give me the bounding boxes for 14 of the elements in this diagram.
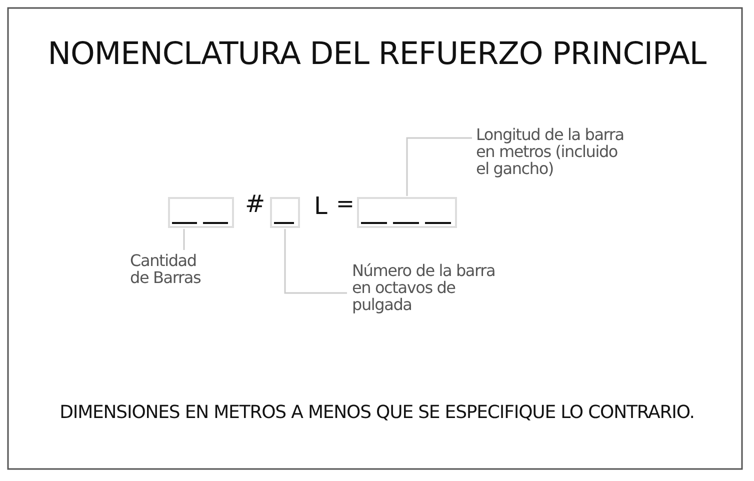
symbol: # <box>245 190 266 218</box>
symbol: L <box>314 192 328 220</box>
leader-line <box>406 137 472 196</box>
callout-text: Longitud de la barra en metros (incluido el gancho) <box>476 126 626 177</box>
fill-in-box <box>357 197 457 228</box>
diagram-title: NOMENCLATURA DEL REFUERZO PRINCIPAL <box>46 36 708 72</box>
leader-line <box>183 229 185 250</box>
callout-text: Cantidad de Barras <box>130 252 210 286</box>
symbol: = <box>336 192 354 217</box>
fill-in-box <box>270 197 300 228</box>
leader-line <box>284 229 347 294</box>
fill-in-box <box>168 197 234 228</box>
callout-text: Número de la barra en octavos de pulgada <box>352 262 502 313</box>
footnote: DIMENSIONES EN METROS A MENOS QUE SE ESPECIFIQUE LO CONTRARIO. <box>58 402 696 423</box>
